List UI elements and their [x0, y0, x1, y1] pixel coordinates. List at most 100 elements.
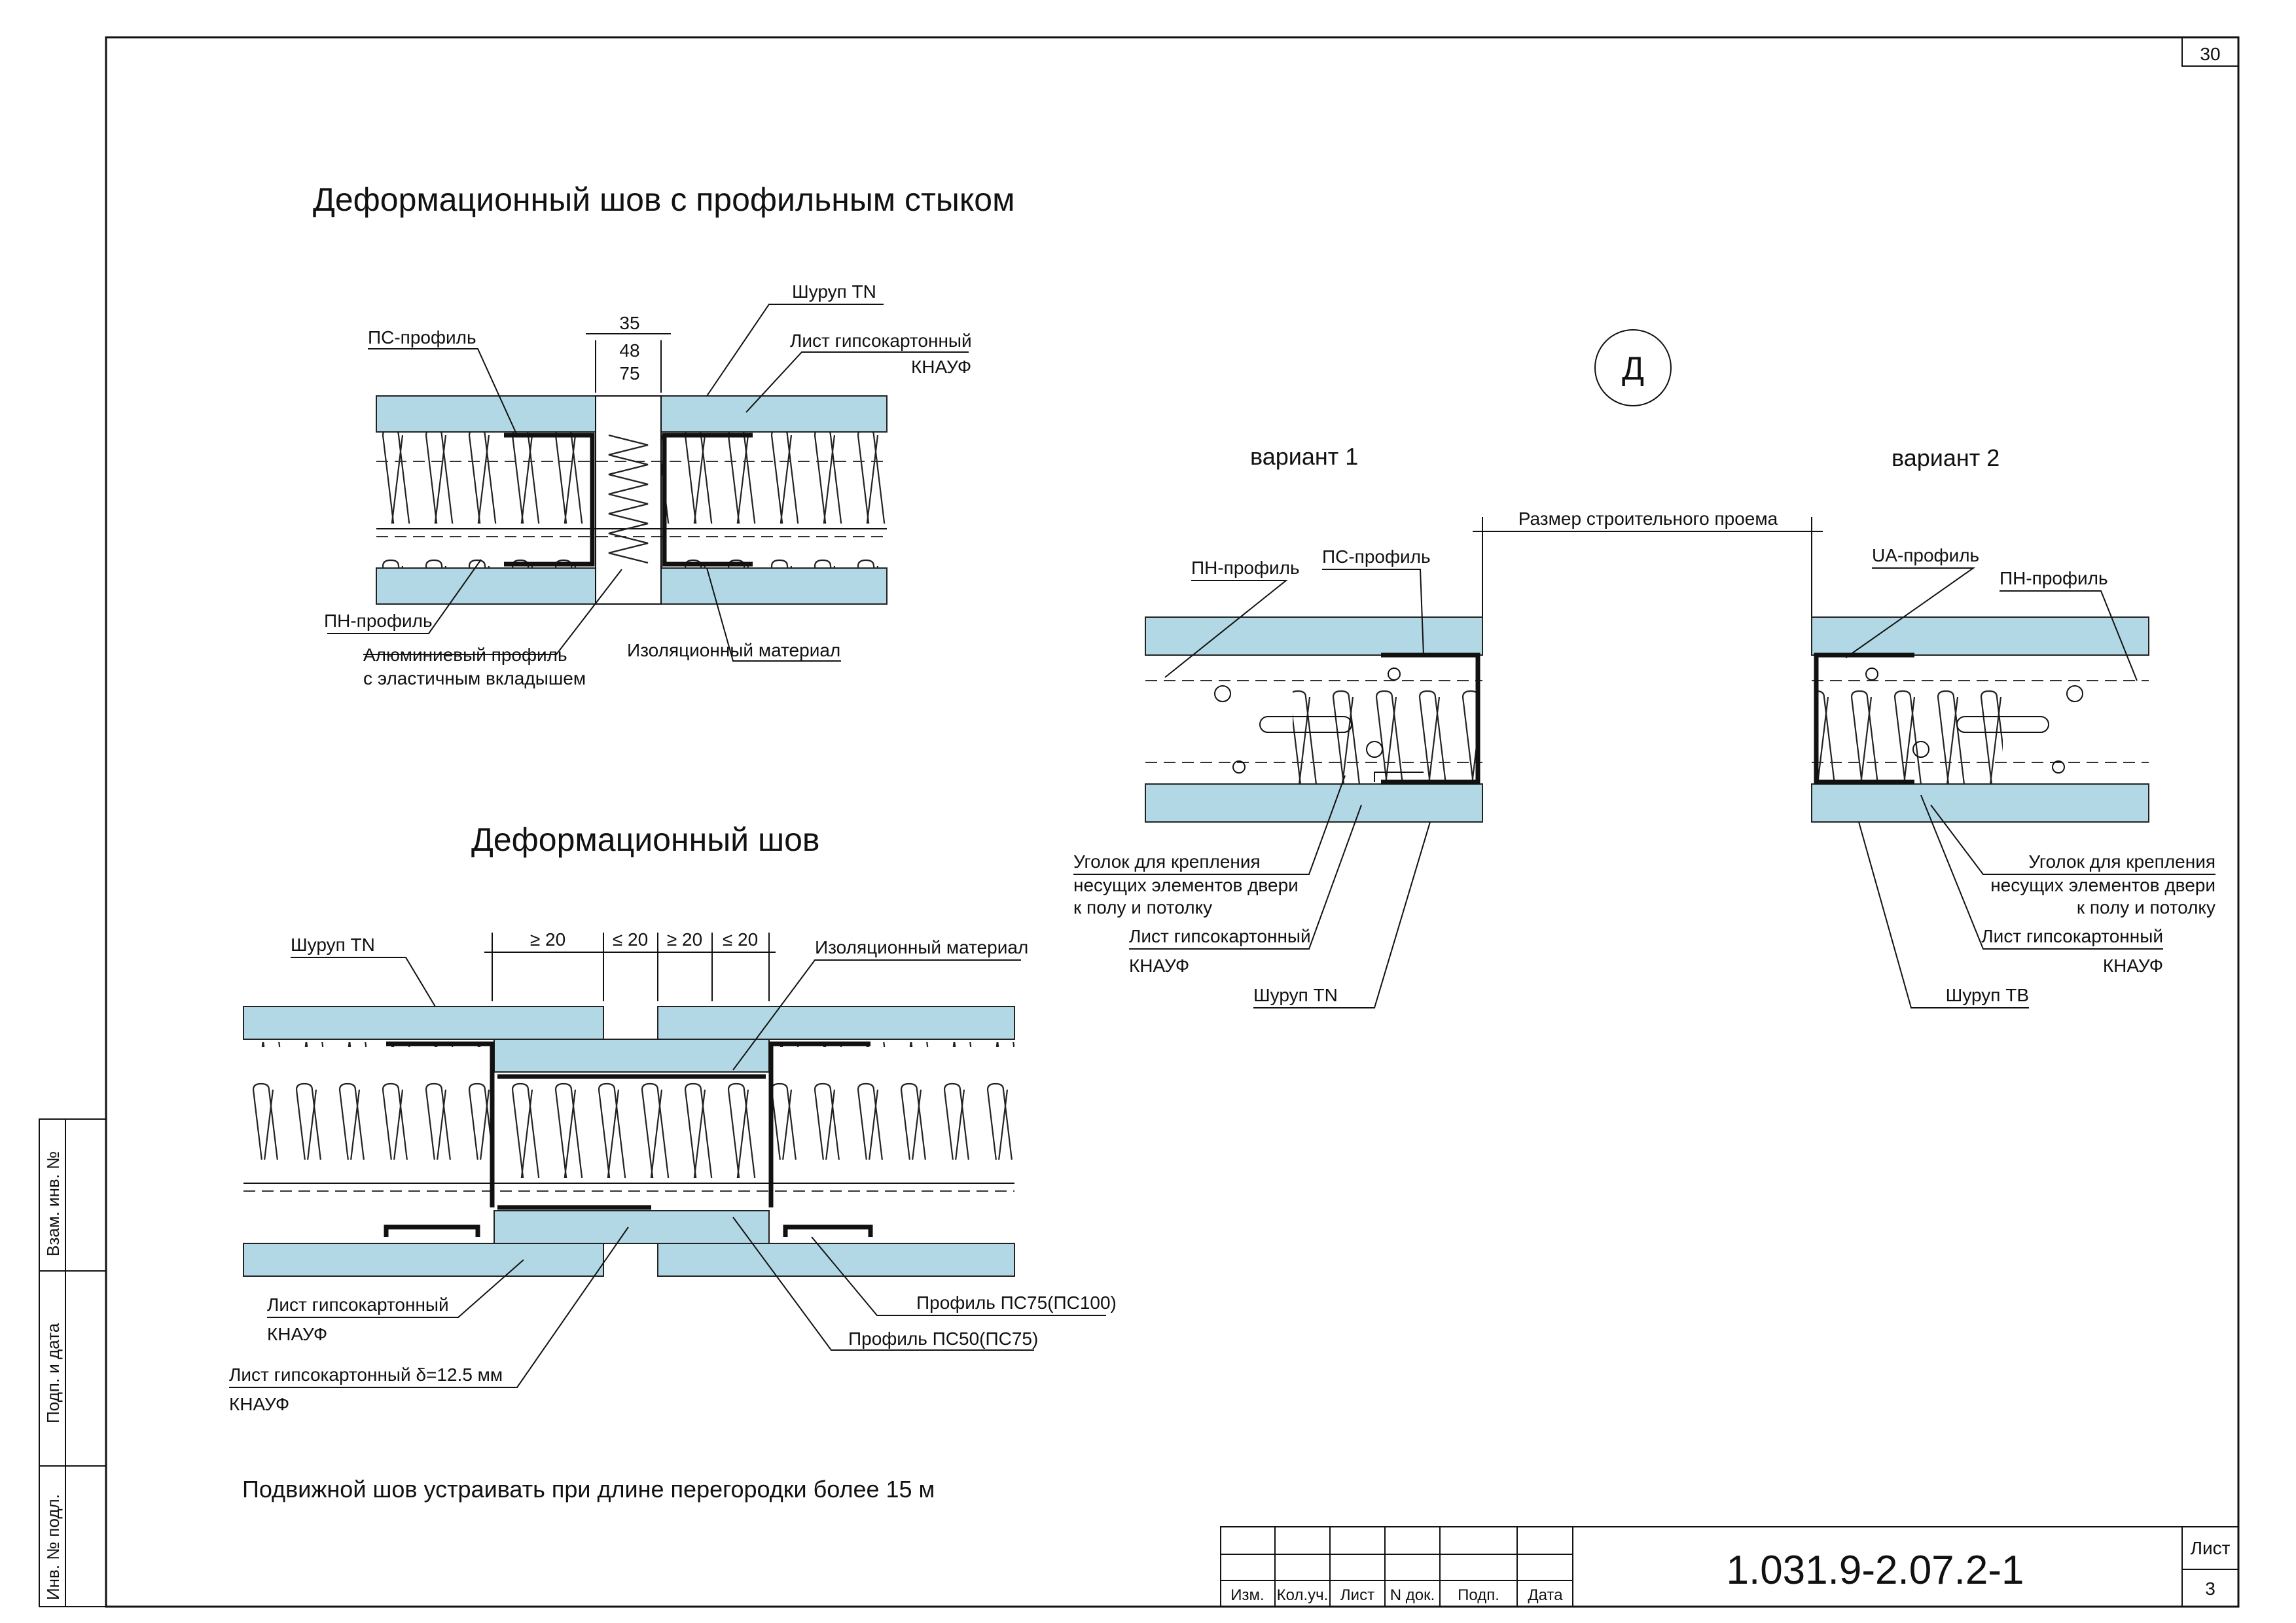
label-ps75: Профиль ПС75(ПС100): [916, 1293, 1117, 1313]
label-alu-1: Алюминиевый профиль: [363, 645, 567, 665]
v2-label-ua: UA-профиль: [1872, 545, 1979, 565]
general-note: Подвижной шов устраивать при длине перег…: [242, 1476, 935, 1503]
v2-label-screw: Шуруп TB: [1946, 985, 2029, 1005]
gypsum-board-inner: [493, 1039, 770, 1073]
screw-head: [1912, 741, 1929, 758]
stamp-data: Дата: [1528, 1586, 1563, 1604]
pn-profile-shape: [783, 1224, 873, 1237]
insulation: [376, 432, 596, 568]
ps75-profile-shape: [768, 1041, 870, 1207]
stamp-list: Лист: [1340, 1586, 1374, 1604]
v2-label-corner-2: несущих элементов двери: [1990, 875, 2215, 895]
ps-profile-shape: [504, 433, 595, 567]
stamp-izm: Изм.: [1230, 1586, 1264, 1604]
detail-profile-joint: Деформационный шов с профильным стыком 3…: [313, 181, 1015, 688]
label-ps50: Профиль ПС50(ПС75): [848, 1329, 1038, 1349]
detail-joint: Деформационный шов ≥ 20 ≤ 20 ≥ 20 ≤ 2: [229, 821, 1117, 1414]
gypsum-board: [1145, 783, 1483, 823]
gypsum-board: [657, 1243, 1015, 1277]
v1-label-ps: ПС-профиль: [1322, 546, 1431, 567]
slot: [1259, 716, 1352, 733]
v2-label-corner-1: Уголок для крепления: [2028, 851, 2215, 872]
detail-profile-joint-title: Деформационный шов с профильным стыком: [313, 181, 1015, 218]
gypsum-board-inner: [493, 1210, 770, 1244]
screw-head: [2066, 685, 2083, 702]
insulation: [771, 1042, 1014, 1160]
v1-label-corner-3: к полу и потолку: [1073, 897, 1212, 918]
gypsum-board: [243, 1243, 604, 1277]
gypsum-board: [1811, 783, 2149, 823]
v1-label-screw: Шуруп TN: [1253, 985, 1338, 1005]
dim-ge20-b: ≥ 20: [667, 929, 702, 950]
v2-label-corner-3: к полу и потолку: [2077, 897, 2215, 918]
dim-75: 75: [619, 363, 639, 383]
dim-48: 48: [619, 340, 639, 361]
title-block: Изм. Кол.уч. Лист N док. Подп. Дата 1.03…: [1220, 1526, 2239, 1607]
label-gkl-1: Лист гипсокартонный: [267, 1294, 449, 1315]
dim-le20-a: ≤ 20: [613, 929, 648, 950]
v1-label-corner-1: Уголок для крепления: [1073, 851, 1261, 872]
detail-joint-title: Деформационный шов: [471, 821, 819, 858]
ps-profile-shape: [1381, 652, 1480, 785]
v1-label-gkl-2: КНАУФ: [1129, 955, 1189, 976]
label-gkl-2: КНАУФ: [267, 1324, 327, 1344]
gypsum-board: [1145, 616, 1483, 656]
insulation: [661, 432, 887, 568]
sheet-label: Лист: [2191, 1538, 2231, 1558]
side-stamp-replace: Взам. инв. №: [43, 1151, 63, 1257]
label-alu-2: с эластичным вкладышем: [363, 668, 586, 688]
gypsum-board: [1811, 616, 2149, 656]
v2-label-pn: ПН-профиль: [2000, 568, 2108, 588]
gypsum-board: [660, 567, 888, 605]
variant1-title: вариант 1: [1250, 443, 1358, 470]
gypsum-board: [660, 395, 888, 433]
detail-marker-letter: Д: [1622, 350, 1644, 387]
dim-ge20-a: ≥ 20: [530, 929, 565, 950]
insulation: [1816, 655, 2003, 784]
stamp-ndok: N док.: [1390, 1586, 1435, 1604]
ps75-profile-shape: [386, 1041, 495, 1207]
label-ps-profile: ПС-профиль: [368, 327, 476, 348]
page-number: 30: [2200, 44, 2220, 64]
v2-label-gkl-1: Лист гипсокартонный: [1981, 926, 2163, 946]
side-stamp: Взам. инв. № Подп. и дата Инв. № подл.: [39, 1118, 107, 1607]
elastic-insert: [608, 434, 649, 564]
screw-head: [1366, 741, 1383, 758]
insulation: [243, 1042, 492, 1160]
page-number-box: [2181, 37, 2239, 67]
label-gkl125-2: КНАУФ: [229, 1394, 289, 1414]
v2-label-gkl-2: КНАУФ: [2103, 955, 2163, 976]
stamp-podp: Подп.: [1458, 1586, 1499, 1604]
v1-label-pn: ПН-профиль: [1191, 558, 1300, 578]
ps-profile-shape: [662, 433, 753, 567]
drawing-designation: 1.031.9-2.07.2-1: [1726, 1548, 2024, 1593]
slot: [1956, 716, 2049, 733]
v1-label-gkl-1: Лист гипсокартонный: [1129, 926, 1311, 946]
ua-profile-shape: [1814, 652, 1914, 785]
label-insulation: Изоляционный материал: [627, 640, 840, 660]
insulation: [497, 1075, 766, 1205]
gypsum-board: [243, 1006, 604, 1040]
gypsum-board: [657, 1006, 1015, 1040]
screw-head: [1214, 685, 1231, 702]
v1-label-corner-2: несущих элементов двери: [1073, 875, 1299, 895]
opening-size-label: Размер строительного проема: [1518, 508, 1778, 529]
sheet-frame: 30: [105, 36, 2240, 1608]
variant2-title: вариант 2: [1892, 444, 2000, 471]
side-stamp-sign: Подп. и дата: [43, 1323, 63, 1423]
sheet-number: 3: [2205, 1578, 2215, 1599]
gypsum-board: [376, 567, 596, 605]
label-screw-tn: Шуруп TN: [792, 281, 876, 302]
detail-d: Д вариант 1 вариант 2 Размер строительно…: [1073, 329, 2215, 1008]
label-insulation: Изоляционный материал: [815, 937, 1028, 957]
label-gkl-1: Лист гипсокартонный: [790, 330, 972, 351]
side-stamp-inv: Инв. № подл.: [43, 1494, 63, 1600]
detail-marker: [1594, 329, 1672, 406]
aluminium-profile: [595, 395, 662, 605]
stamp-koluch: Кол.уч.: [1277, 1586, 1329, 1604]
label-gkl-2: КНАУФ: [911, 357, 971, 377]
dim-le20-b: ≤ 20: [723, 929, 758, 950]
dim-35: 35: [619, 313, 639, 333]
label-pn-profile: ПН-профиль: [324, 611, 433, 631]
